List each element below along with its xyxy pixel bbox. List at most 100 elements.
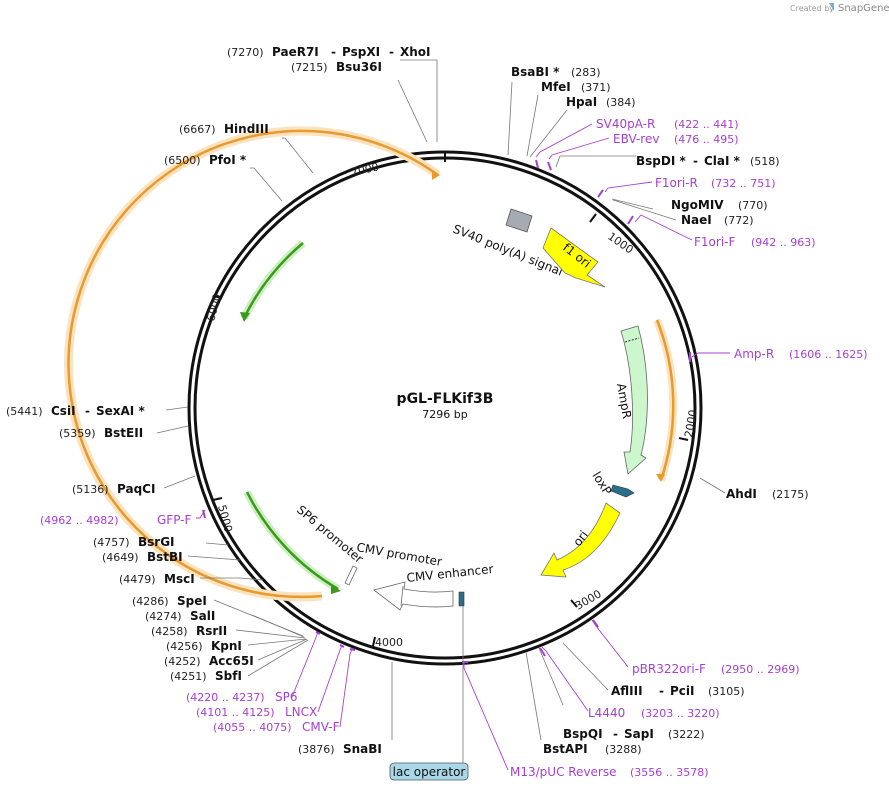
primer-range: (4220 .. 4237) bbox=[186, 691, 265, 704]
primer-range: (732 .. 751) bbox=[711, 177, 776, 190]
site-s7215[interactable]: (7215) Bsu36I bbox=[291, 60, 382, 74]
tick-label-6000: 6000 bbox=[204, 292, 224, 322]
site-s3105[interactable]: AflIII - PciI (3105) bbox=[611, 684, 745, 698]
lac-operator-box bbox=[458, 591, 465, 607]
site-s3288[interactable]: BstAPI (3288) bbox=[543, 742, 642, 756]
enzyme-leaders bbox=[156, 59, 726, 741]
site-extra: PspXI bbox=[342, 45, 380, 59]
primer-l4440[interactable]: L4440 (3203 .. 3220) bbox=[588, 706, 720, 720]
site-sep: - bbox=[389, 45, 394, 59]
site-s4479[interactable]: (4479) MscI bbox=[119, 572, 195, 586]
site-pos: (5359) bbox=[59, 427, 96, 440]
site-extra: XhoI bbox=[400, 45, 431, 59]
primer-amp-r[interactable]: Amp-R (1606 .. 1625) bbox=[734, 347, 868, 361]
site-pos: (7215) bbox=[291, 61, 328, 74]
green-arc-upper bbox=[242, 242, 304, 319]
site-extra: SexAI * bbox=[96, 404, 145, 418]
primer-pbr322ori-f[interactable]: pBR322ori-F (2950 .. 2969) bbox=[632, 662, 800, 676]
site-pos: (4274) bbox=[145, 610, 182, 623]
site-s4251[interactable]: (4251) SbfI bbox=[170, 669, 242, 683]
site-s283[interactable]: BsaBI * (283) bbox=[511, 65, 601, 79]
lac-operator-tag[interactable]: lac operator bbox=[389, 762, 469, 781]
primer-f1ori-r[interactable]: F1ori-R (732 .. 751) bbox=[655, 176, 776, 190]
site-sep: - bbox=[613, 727, 618, 741]
green-arrow-lower-icon bbox=[331, 584, 341, 594]
site-name: BsrGI bbox=[138, 535, 175, 549]
orf-arrowhead-icon bbox=[432, 170, 440, 180]
primer-range: (3203 .. 3220) bbox=[641, 707, 720, 720]
ampr-arrow bbox=[620, 325, 648, 475]
site-pos: (4258) bbox=[151, 625, 188, 638]
site-s371[interactable]: MfeI (371) bbox=[541, 80, 611, 94]
site-s4286[interactable]: (4286) SpeI bbox=[132, 594, 207, 608]
site-s5359[interactable]: (5359) BstEII bbox=[59, 426, 143, 440]
site-s4256[interactable]: (4256) KpnI bbox=[166, 639, 242, 653]
plasmid-name: pGL-FLKif3B bbox=[397, 391, 494, 407]
site-s7270[interactable]: (7270) PaeR7I - PspXI - XhoI bbox=[227, 45, 431, 59]
primer-name: SV40pA-R bbox=[596, 117, 655, 131]
site-s4649[interactable]: (4649) BstBI bbox=[102, 550, 183, 564]
site-s3876[interactable]: (3876) SnaBI bbox=[298, 742, 382, 756]
site-name: PaeR7I bbox=[272, 45, 319, 59]
site-s770[interactable]: NgoMIV (770) bbox=[671, 198, 768, 212]
site-pos: (6500) bbox=[164, 154, 201, 167]
cmv-divider bbox=[400, 585, 404, 607]
primer-m13-puc-reverse[interactable]: M13/pUC Reverse (3556 .. 3578) bbox=[510, 765, 709, 779]
site-s6500[interactable]: (6500) PfoI * bbox=[164, 153, 247, 167]
f1-ori-arrow bbox=[542, 227, 606, 288]
primer-range: (4055 .. 4075) bbox=[213, 721, 292, 734]
primer-name: pBR322ori-F bbox=[632, 662, 706, 676]
site-s2175[interactable]: AhdI (2175) bbox=[726, 487, 809, 501]
snapgene-logo-icon bbox=[829, 3, 834, 11]
ori-arrow bbox=[540, 502, 621, 578]
primer-f1ori-f[interactable]: F1ori-F (942 .. 963) bbox=[694, 235, 816, 249]
plasmid-size: 7296 bp bbox=[422, 408, 467, 421]
site-s5441[interactable]: (5441) CsiI - SexAI * bbox=[6, 404, 145, 418]
site-s6667[interactable]: (6667) HindIII bbox=[179, 122, 269, 136]
primer-range: (942 .. 963) bbox=[751, 236, 816, 249]
primer-range: (422 .. 441) bbox=[674, 118, 739, 131]
site-s384[interactable]: HpaI (384) bbox=[566, 95, 636, 109]
site-name: BstAPI bbox=[543, 742, 588, 756]
site-s4274[interactable]: (4274) SalI bbox=[145, 609, 215, 623]
site-name: Bsu36I bbox=[336, 60, 382, 74]
site-pos: (4479) bbox=[119, 573, 156, 586]
primer-sp6[interactable]: (4220 .. 4237) SP6 bbox=[186, 690, 298, 704]
lac-operator-label: lac operator bbox=[393, 765, 466, 779]
site-name: RsrII bbox=[196, 624, 227, 638]
primer-name: SP6 bbox=[275, 690, 298, 704]
site-s4252[interactable]: (4252) Acc65I bbox=[164, 654, 254, 668]
site-name: BspDI * bbox=[636, 154, 686, 168]
primer-lncx[interactable]: (4101 .. 4125) LNCX bbox=[196, 705, 317, 719]
site-name: MfeI bbox=[541, 80, 571, 94]
primer-ebv-rev[interactable]: EBV-rev (476 .. 495) bbox=[613, 132, 739, 146]
loxp-arrow bbox=[610, 484, 635, 498]
site-s5136[interactable]: (5136) PaqCI bbox=[72, 482, 155, 496]
green-arrow-upper-icon bbox=[240, 312, 250, 322]
loxp-label: loxP bbox=[589, 469, 614, 497]
orf-arc bbox=[67, 129, 439, 599]
primer-name: EBV-rev bbox=[613, 132, 659, 146]
primer-name: L4440 bbox=[588, 706, 625, 720]
site-s4258[interactable]: (4258) RsrII bbox=[151, 624, 227, 638]
site-name: HpaI bbox=[566, 95, 597, 109]
site-s3222[interactable]: BspQI - SapI (3222) bbox=[563, 727, 705, 741]
site-s772[interactable]: NaeI (772) bbox=[681, 213, 754, 227]
site-pos: (7270) bbox=[227, 46, 264, 59]
primer-range: (4101 .. 4125) bbox=[196, 706, 275, 719]
site-pos: (4286) bbox=[132, 595, 169, 608]
primer-gfp-f[interactable]: (4962 .. 4982) GFP-F bbox=[40, 513, 192, 527]
primer-cmv-f[interactable]: (4055 .. 4075) CMV-F bbox=[213, 720, 340, 734]
site-s518[interactable]: BspDI * - ClaI * (518) bbox=[636, 154, 780, 168]
site-name: SalI bbox=[190, 609, 215, 623]
primer-sv40pa-r[interactable]: SV40pA-R (422 .. 441) bbox=[596, 117, 739, 131]
site-pos: (3222) bbox=[668, 728, 705, 741]
site-name: NaeI bbox=[681, 213, 712, 227]
site-s4757[interactable]: (4757) BsrGI bbox=[93, 535, 175, 549]
site-pos: (3876) bbox=[298, 743, 335, 756]
site-extra: ClaI * bbox=[704, 154, 741, 168]
site-name: PfoI * bbox=[209, 153, 247, 167]
primer-name: LNCX bbox=[285, 705, 317, 719]
ampr-orf-arc bbox=[655, 319, 675, 481]
site-pos: (283) bbox=[571, 66, 601, 79]
